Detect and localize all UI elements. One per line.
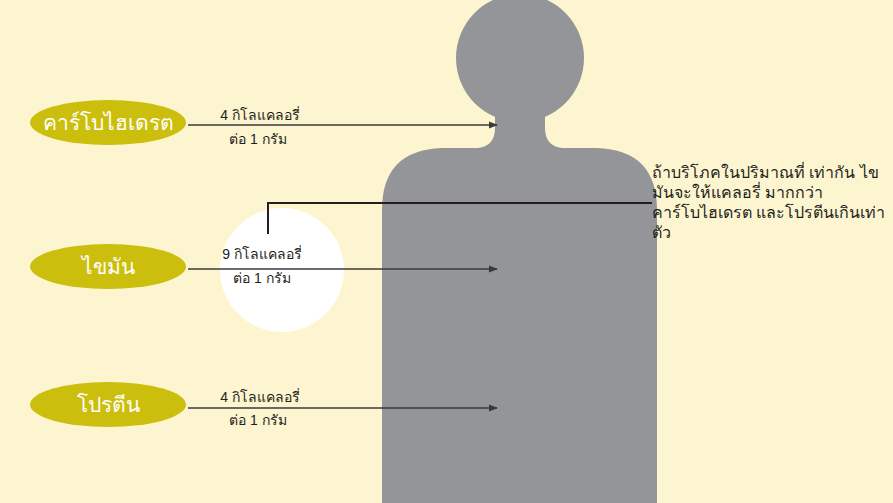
leader-line — [268, 203, 652, 234]
energy-arrow — [188, 124, 497, 126]
energy-label: 4 กิโลแคลอรี่ — [200, 388, 320, 406]
energy-label: ต่อ 1 กรัม — [198, 411, 318, 429]
nutrient-name: ไขมัน — [30, 244, 186, 289]
node-shape — [30, 100, 186, 145]
person-body — [382, 110, 657, 503]
node-shape — [30, 382, 186, 427]
energy-label: 4 กิโลแคลอรี่ — [200, 106, 320, 124]
nutrient-ellipse: คาร์โบไฮเดรต — [30, 100, 186, 145]
node-shape — [30, 244, 186, 289]
nutrient-ellipse: โปรตีน — [30, 382, 186, 427]
energy-value: 9 กิโลแคลอรี่ — [220, 245, 304, 263]
node-shape — [220, 208, 344, 332]
nutrient-ellipse: ไขมัน — [30, 244, 186, 289]
nutrient-name: คาร์โบไฮเดรต — [30, 100, 186, 145]
nutrient-name: โปรตีน — [30, 382, 186, 427]
energy-label: ต่อ 1 กรัม — [198, 130, 318, 148]
highlight-circle: 9 กิโลแคลอรี่ต่อ 1 กรัม — [220, 208, 344, 332]
energy-arrow — [188, 268, 497, 270]
person-head — [456, 0, 584, 122]
callout-note: ถ้าบริโภคในปริมาณที่ เท่ากัน ไขมันจะให้แ… — [652, 163, 893, 243]
energy-value: ต่อ 1 กรัม — [226, 269, 298, 287]
energy-arrow — [188, 407, 497, 409]
